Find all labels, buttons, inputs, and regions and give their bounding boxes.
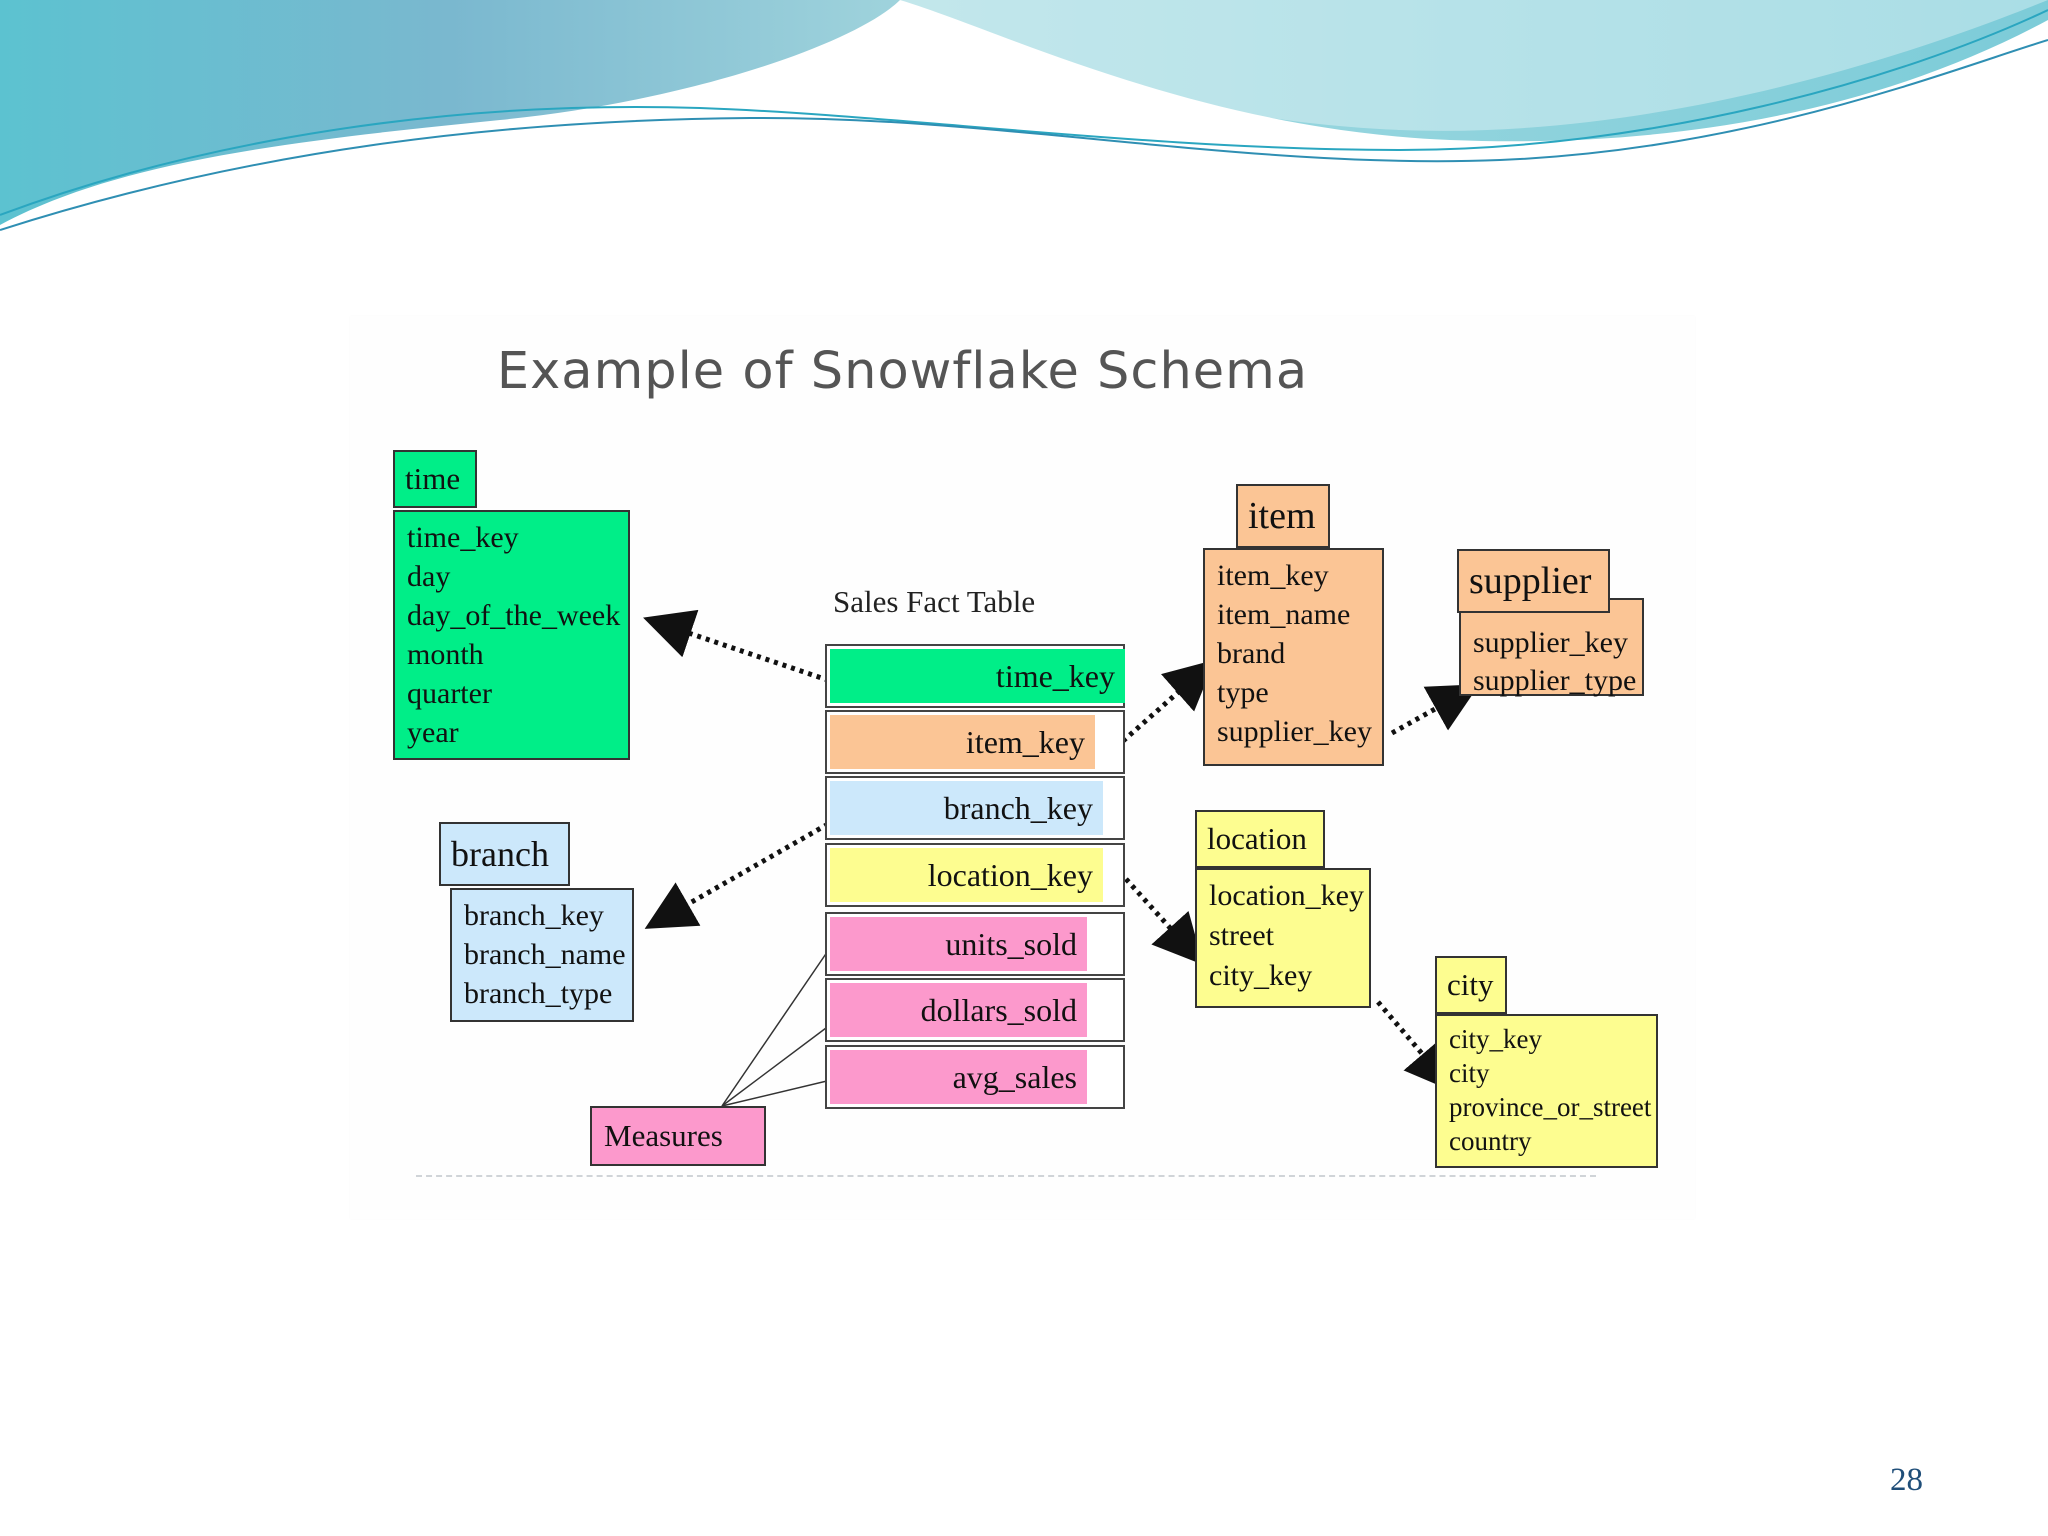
- measure-line-dollars: [721, 1021, 835, 1107]
- city-table-name: city: [1447, 967, 1494, 1002]
- arrow-fact-to-location: [1124, 877, 1204, 965]
- measures-label: Measures: [590, 1106, 766, 1166]
- fact-table-label: Sales Fact Table: [833, 584, 1036, 619]
- fact-row-units-sold: units_sold: [825, 912, 1125, 976]
- time-table-name: time: [405, 461, 461, 496]
- item-field: brand: [1217, 637, 1286, 670]
- supplier-table-name: supplier: [1469, 560, 1592, 602]
- city-table: city_key city province_or_street country: [1435, 1014, 1658, 1168]
- location-field: street: [1209, 919, 1274, 952]
- arrow-fact-to-branch: [644, 821, 830, 929]
- page-number: 28: [1890, 1462, 1923, 1498]
- branch-table-name: branch: [451, 834, 549, 874]
- supplier-table: supplier_key supplier_type: [1459, 598, 1644, 697]
- fact-row-dollars-sold: dollars_sold: [825, 978, 1125, 1042]
- item-field: item_name: [1217, 598, 1351, 631]
- fact-row-avg-sales: avg_sales: [825, 1045, 1125, 1109]
- figure-title: Example of Snowflake Schema: [496, 342, 1309, 401]
- location-field: location_key: [1209, 879, 1364, 912]
- location-table-header: location: [1195, 810, 1325, 868]
- fact-field: item_key: [830, 715, 1095, 769]
- time-field: quarter: [407, 677, 492, 710]
- fact-row-time-key: time_key: [825, 644, 1125, 708]
- item-field: supplier_key: [1217, 715, 1372, 748]
- branch-field: branch_name: [464, 938, 626, 971]
- item-table-header: item: [1236, 484, 1330, 548]
- fact-row-branch-key: branch_key: [825, 776, 1125, 840]
- fact-row-item-key: item_key: [825, 710, 1125, 774]
- time-field: time_key: [407, 521, 519, 554]
- city-field: city: [1449, 1058, 1490, 1088]
- location-field: city_key: [1209, 959, 1313, 992]
- city-field: province_or_street: [1449, 1092, 1652, 1122]
- item-table: item_key item_name brand type supplier_k…: [1203, 548, 1384, 766]
- fact-field: time_key: [830, 649, 1125, 703]
- fact-field: units_sold: [830, 917, 1087, 971]
- supplier-field: supplier_type: [1473, 664, 1637, 697]
- fact-field: avg_sales: [830, 1050, 1087, 1104]
- time-table: time_key day day_of_the_week month quart…: [393, 510, 630, 760]
- time-table-header: time: [393, 450, 477, 508]
- location-table: location_key street city_key: [1195, 868, 1371, 1008]
- fact-row-location-key: location_key: [825, 843, 1125, 907]
- figure-bottom-rule: [416, 1175, 1596, 1177]
- time-field: day: [407, 560, 451, 593]
- time-field: day_of_the_week: [407, 599, 621, 632]
- supplier-table-header: supplier: [1457, 549, 1610, 613]
- arrow-fact-to-item: [1121, 659, 1215, 743]
- city-field: city_key: [1449, 1024, 1542, 1054]
- fact-field: location_key: [830, 848, 1103, 902]
- branch-field: branch_type: [464, 977, 613, 1010]
- measure-line-units: [721, 941, 835, 1107]
- city-table-header: city: [1435, 956, 1507, 1014]
- location-table-name: location: [1207, 821, 1307, 856]
- city-field: country: [1449, 1126, 1532, 1156]
- time-field: month: [407, 638, 484, 671]
- fact-field: branch_key: [830, 781, 1103, 835]
- arrow-item-to-supplier: [1390, 684, 1480, 736]
- snowflake-schema-figure: Example of Snowflake Schema time time_ke…: [350, 316, 1695, 1219]
- branch-table-header: branch: [439, 822, 570, 886]
- supplier-field: supplier_key: [1473, 626, 1628, 659]
- fact-field: dollars_sold: [830, 983, 1087, 1037]
- arrow-location-to-city: [1376, 1000, 1455, 1093]
- branch-table: branch_key branch_name branch_type: [450, 888, 634, 1022]
- item-field: type: [1217, 676, 1269, 709]
- item-field: item_key: [1217, 559, 1329, 592]
- branch-field: branch_key: [464, 899, 604, 932]
- time-field: year: [407, 716, 459, 749]
- item-table-name: item: [1248, 495, 1316, 537]
